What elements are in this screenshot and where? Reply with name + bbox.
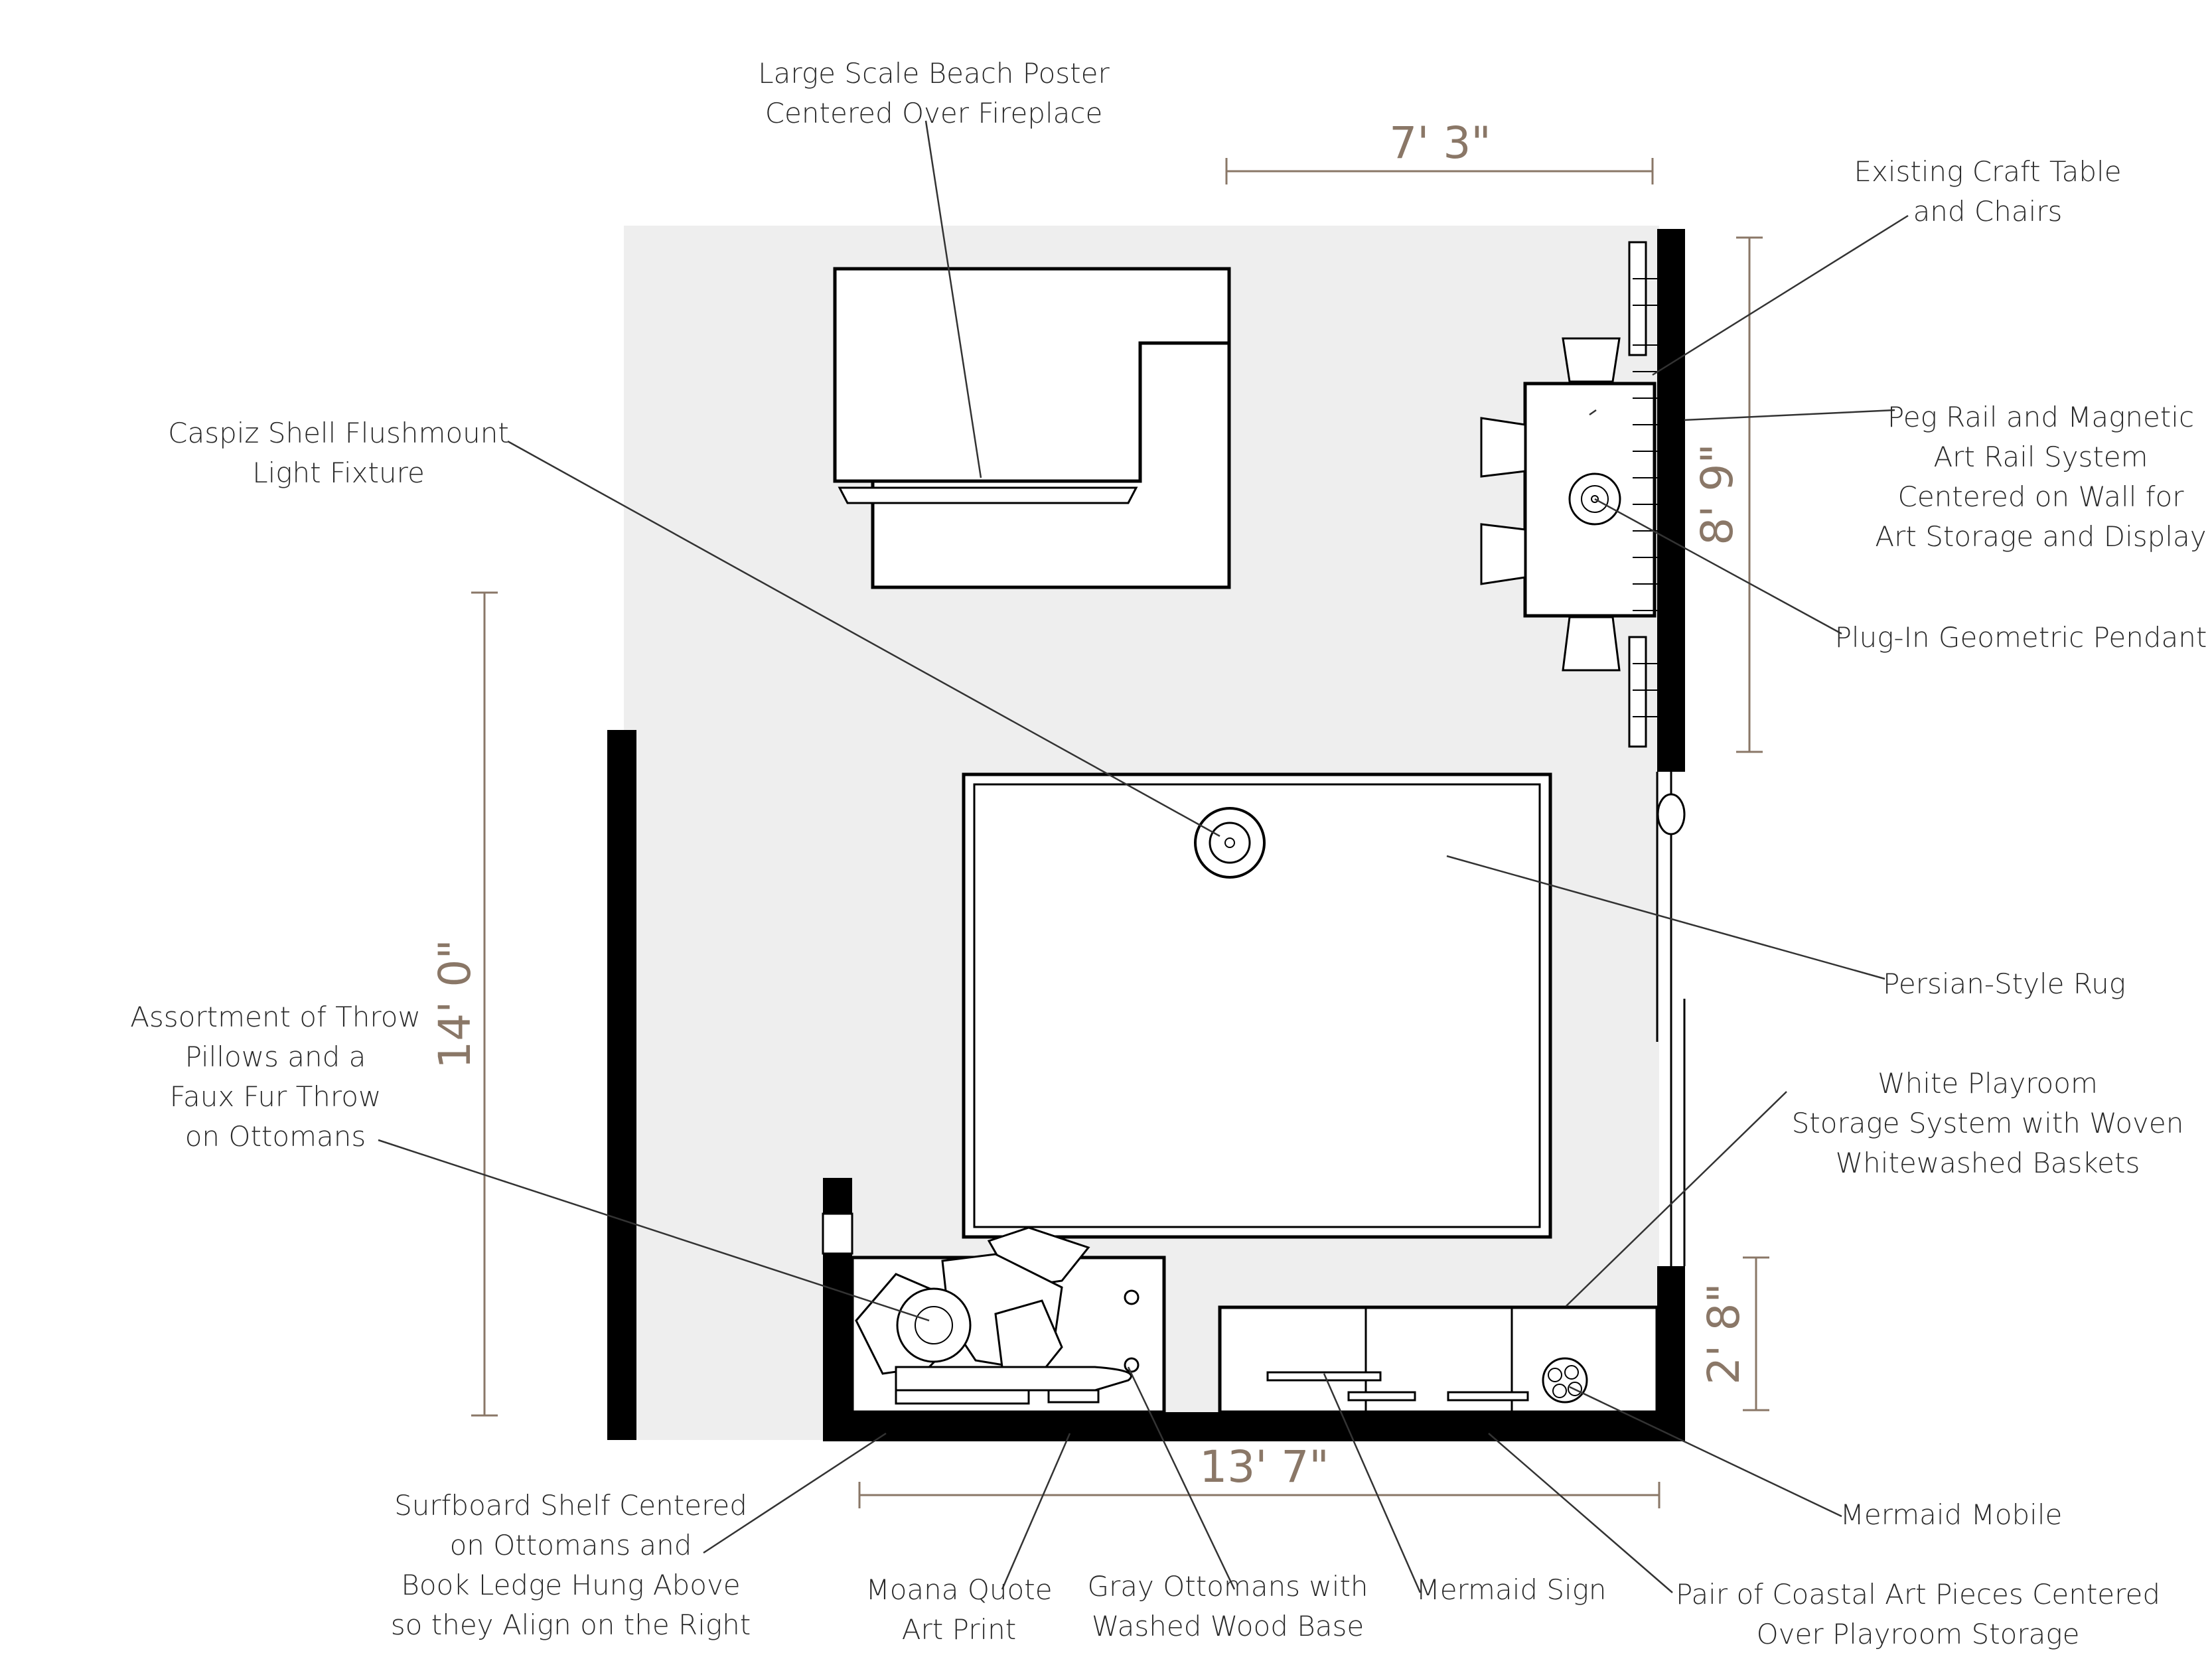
dim-left-text: 14' 0" <box>429 939 480 1068</box>
svg-text:Peg Rail and Magnetic: Peg Rail and Magnetic <box>1887 401 2194 433</box>
chair-bottom <box>1562 616 1621 672</box>
dim-top-text: 7' 3" <box>1389 117 1491 169</box>
playroom-storage <box>1218 1305 1659 1414</box>
dim-right-small-text: 2' 8" <box>1698 1283 1749 1384</box>
svg-text:Existing Craft Table: Existing Craft Table <box>1854 155 2121 188</box>
svg-text:Surfboard Shelf Centered: Surfboard Shelf Centered <box>394 1489 747 1522</box>
svg-text:on Ottomans: on Ottomans <box>185 1120 366 1153</box>
chair-top <box>1562 337 1621 383</box>
svg-text:Gray Ottomans with: Gray Ottomans with <box>1087 1570 1368 1603</box>
svg-text:on Ottomans and: on Ottomans and <box>450 1529 692 1561</box>
label-gray-ottomans: Gray Ottomans with Washed Wood Base <box>1087 1570 1368 1642</box>
chair-left-1 <box>1480 417 1526 478</box>
label-beach-poster: Large Scale Beach Poster Centered Over F… <box>758 57 1110 129</box>
label-craft-table: Existing Craft Table and Chairs <box>1854 155 2121 228</box>
svg-text:Art Print: Art Print <box>902 1613 1016 1646</box>
svg-text:Art Storage and Display: Art Storage and Display <box>1875 520 2206 553</box>
svg-text:Washed Wood Base: Washed Wood Base <box>1092 1610 1364 1642</box>
label-throw: Assortment of Throw Pillows and a Faux F… <box>130 1001 421 1153</box>
label-mermaid-sign: Mermaid Sign <box>1416 1573 1606 1606</box>
walls <box>607 229 1685 1441</box>
label-pendant: Plug-In Geometric Pendant <box>1835 621 2207 654</box>
dim-bottom: 13' 7" <box>858 1441 1660 1508</box>
dim-right-small: 2' 8" <box>1698 1256 1769 1411</box>
label-surfboard: Surfboard Shelf Centered on Ottomans and… <box>391 1489 751 1641</box>
label-moana: Moana Quote Art Print <box>865 1573 1052 1646</box>
svg-text:Storage System with Woven: Storage System with Woven <box>1792 1107 2184 1139</box>
craft-table <box>1523 382 1657 618</box>
dim-right: 8' 9" <box>1692 236 1763 753</box>
svg-text:Book Ledge Hung Above: Book Ledge Hung Above <box>401 1569 740 1601</box>
dim-bottom-text: 13' 7" <box>1199 1441 1329 1492</box>
svg-text:Plug-In Geometric Pendant: Plug-In Geometric Pendant <box>1835 621 2207 654</box>
peg-rail <box>1628 241 1659 748</box>
dim-left: 14' 0" <box>429 591 498 1417</box>
svg-text:Mermaid Sign: Mermaid Sign <box>1416 1573 1606 1606</box>
svg-text:Art Rail System: Art Rail System <box>1933 441 2148 473</box>
svg-text:Centered on Wall for: Centered on Wall for <box>1898 480 2185 513</box>
caspiz-light-icon <box>1194 807 1266 879</box>
label-peg-rail: Peg Rail and Magnetic Art Rail System Ce… <box>1875 401 2206 553</box>
svg-text:Caspiz Shell Flushmount: Caspiz Shell Flushmount <box>168 417 509 449</box>
svg-text:so they Align on the Right: so they Align on the Right <box>391 1609 751 1641</box>
leader-lines <box>378 120 1909 1593</box>
dim-right-text: 8' 9" <box>1692 443 1743 545</box>
svg-text:Persian-Style Rug: Persian-Style Rug <box>1883 968 2126 1000</box>
svg-text:Mermaid Mobile: Mermaid Mobile <box>1840 1498 2063 1531</box>
label-mermaid-mobile: Mermaid Mobile <box>1840 1498 2063 1531</box>
fireplace <box>833 267 1231 589</box>
surfboard-shelf <box>895 1366 1132 1405</box>
svg-text:Pair of Coastal Art Pieces Cen: Pair of Coastal Art Pieces Centered <box>1676 1578 2160 1611</box>
svg-text:Faux Fur Throw: Faux Fur Throw <box>170 1080 382 1113</box>
svg-text:Over Playroom Storage: Over Playroom Storage <box>1757 1618 2080 1650</box>
svg-text:Pillows and a: Pillows and a <box>185 1041 366 1073</box>
svg-text:White Playroom: White Playroom <box>1878 1067 2098 1100</box>
svg-text:Moana Quote: Moana Quote <box>865 1573 1052 1606</box>
window <box>1656 772 1686 1266</box>
label-storage: White Playroom Storage System with Woven… <box>1792 1067 2184 1179</box>
svg-text:Whitewashed Baskets: Whitewashed Baskets <box>1836 1147 2140 1179</box>
chair-left-2 <box>1480 523 1526 585</box>
svg-text:Centered Over Fireplace: Centered Over Fireplace <box>765 97 1103 129</box>
svg-text:Assortment of Throw: Assortment of Throw <box>130 1001 421 1033</box>
dim-top: 7' 3" <box>1225 117 1654 184</box>
label-rug: Persian-Style Rug <box>1883 968 2126 1000</box>
svg-text:Light Fixture: Light Fixture <box>252 457 425 489</box>
label-caspiz: Caspiz Shell Flushmount Light Fixture <box>168 417 509 489</box>
label-coastal-art: Pair of Coastal Art Pieces Centered Over… <box>1676 1578 2160 1650</box>
svg-text:and Chairs: and Chairs <box>1913 195 2063 228</box>
svg-text:Large Scale Beach Poster: Large Scale Beach Poster <box>758 57 1110 90</box>
throw-pillows <box>855 1226 1090 1382</box>
